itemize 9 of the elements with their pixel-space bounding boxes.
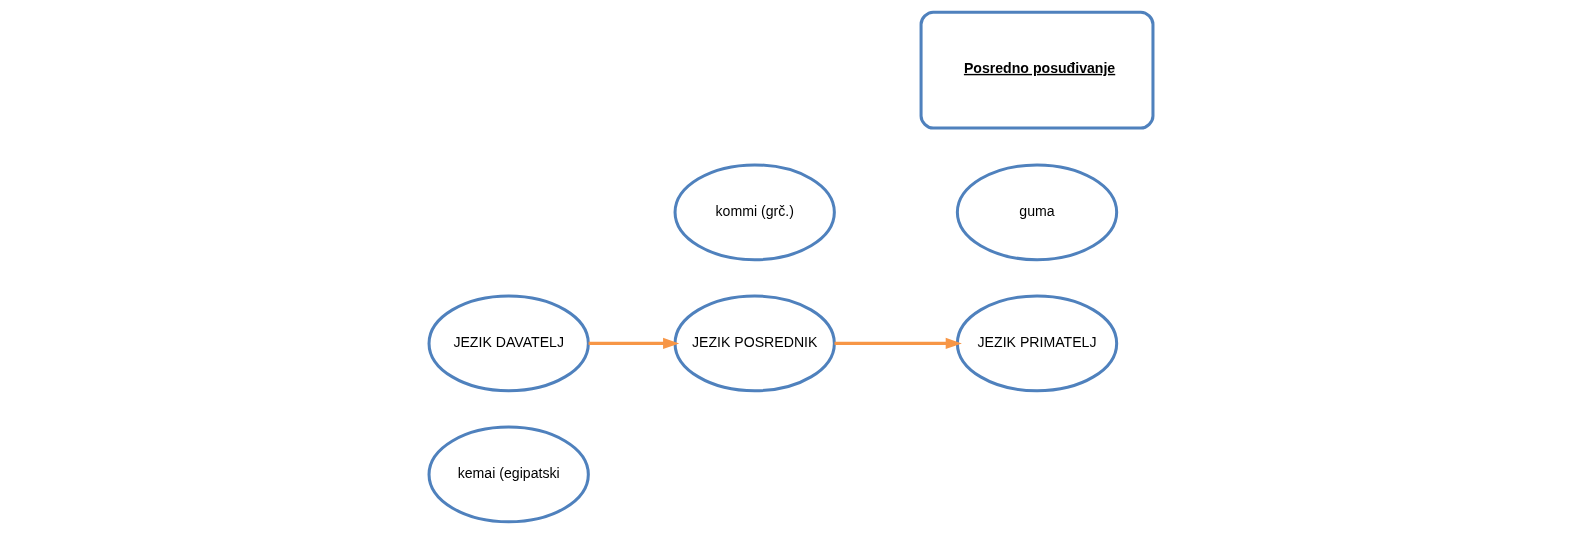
arrow xyxy=(588,337,679,350)
node-ellipse: JEZIK POSREDNIK xyxy=(673,294,836,393)
node-ellipse: guma xyxy=(955,163,1118,262)
node-box: Posredno posuđivanje xyxy=(919,10,1154,130)
node-ellipse: kommi (grč.) xyxy=(673,163,836,262)
arrow xyxy=(834,337,962,350)
node-ellipse: kemai (egipatski xyxy=(427,425,590,524)
node-ellipse: JEZIK PRIMATELJ xyxy=(955,294,1118,393)
node-ellipse: JEZIK DAVATELJ xyxy=(427,294,590,393)
